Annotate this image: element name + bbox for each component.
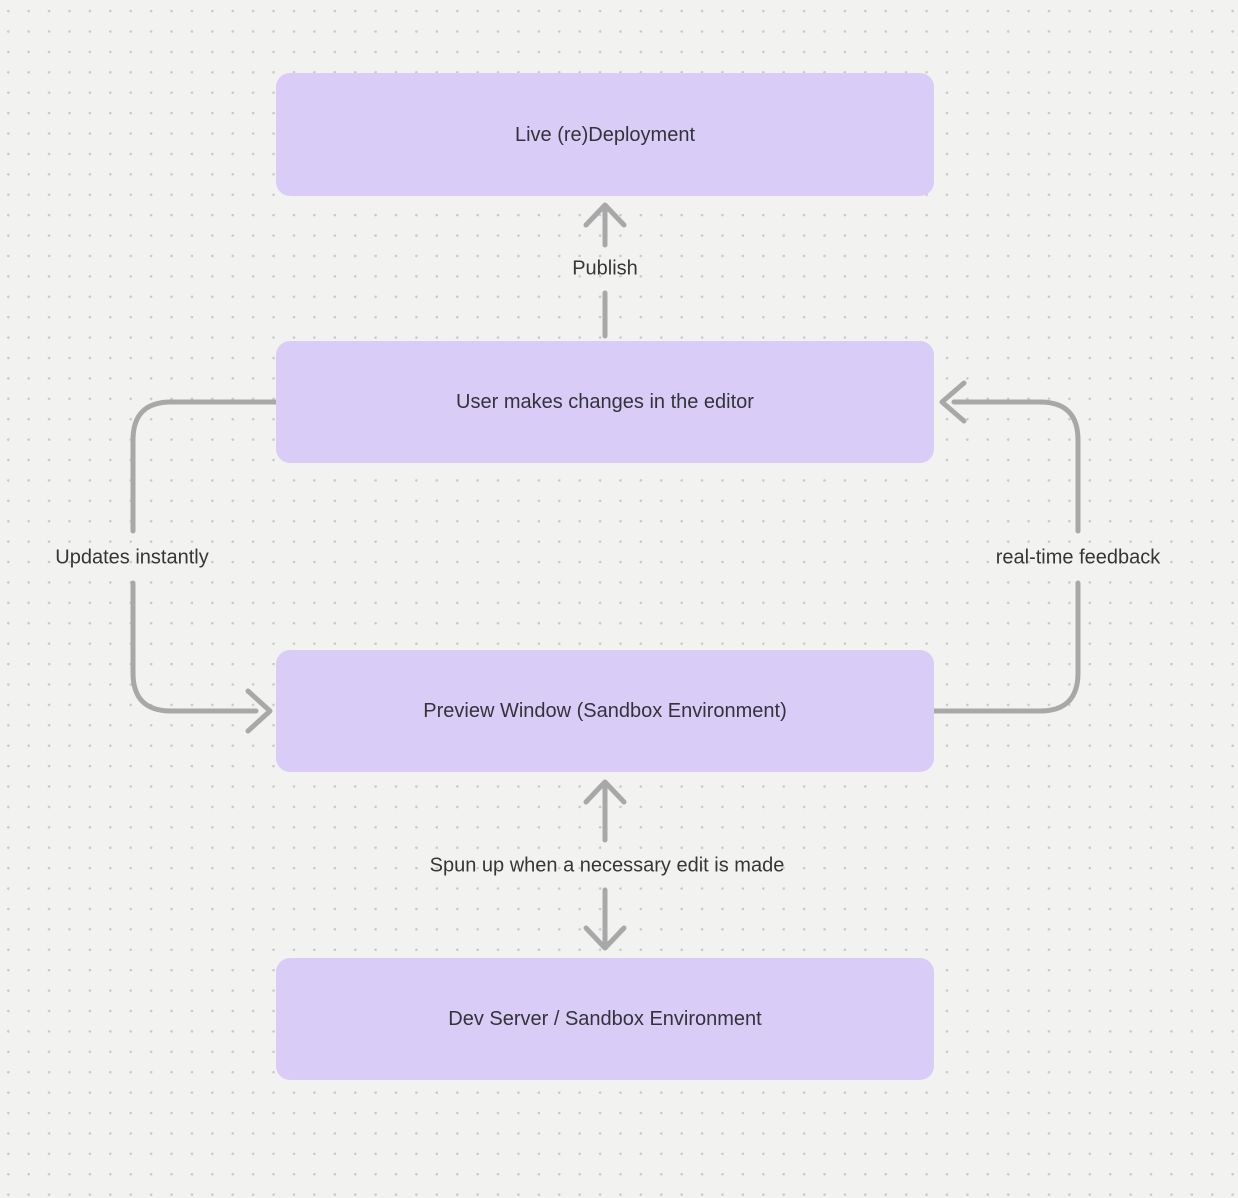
edge-label-publish[interactable]: Publish xyxy=(572,257,638,280)
edge-label-spun-up[interactable]: Spun up when a necessary edit is made xyxy=(429,854,785,877)
arrow-line xyxy=(951,399,1081,534)
arrow-head-down-icon xyxy=(583,925,627,951)
arrow-line xyxy=(931,580,1081,714)
arrow-head-right-icon xyxy=(245,688,273,734)
edge-spun-up-arrow[interactable] xyxy=(583,779,627,951)
edge-label-updates-instantly[interactable]: Updates instantly xyxy=(55,546,209,569)
node-user-makes-changes[interactable]: User makes changes in the editor xyxy=(276,341,934,463)
edge-publish-arrow[interactable] xyxy=(583,202,627,339)
arrow-head-up-icon xyxy=(583,779,627,805)
edge-realtime-feedback-arrow[interactable] xyxy=(931,380,1081,714)
node-preview-window[interactable]: Preview Window (Sandbox Environment) xyxy=(276,650,934,772)
arrow-head-up-icon xyxy=(583,202,627,228)
edge-updates-instantly-arrow[interactable] xyxy=(130,399,279,734)
node-dev-server[interactable]: Dev Server / Sandbox Environment xyxy=(276,958,934,1080)
arrow-head-left-icon xyxy=(939,380,967,424)
arrow-line xyxy=(130,580,259,714)
arrow-line xyxy=(130,399,279,534)
edge-label-realtime-feedback[interactable]: real-time feedback xyxy=(995,546,1161,569)
node-live-deployment[interactable]: Live (re)Deployment xyxy=(276,73,934,196)
